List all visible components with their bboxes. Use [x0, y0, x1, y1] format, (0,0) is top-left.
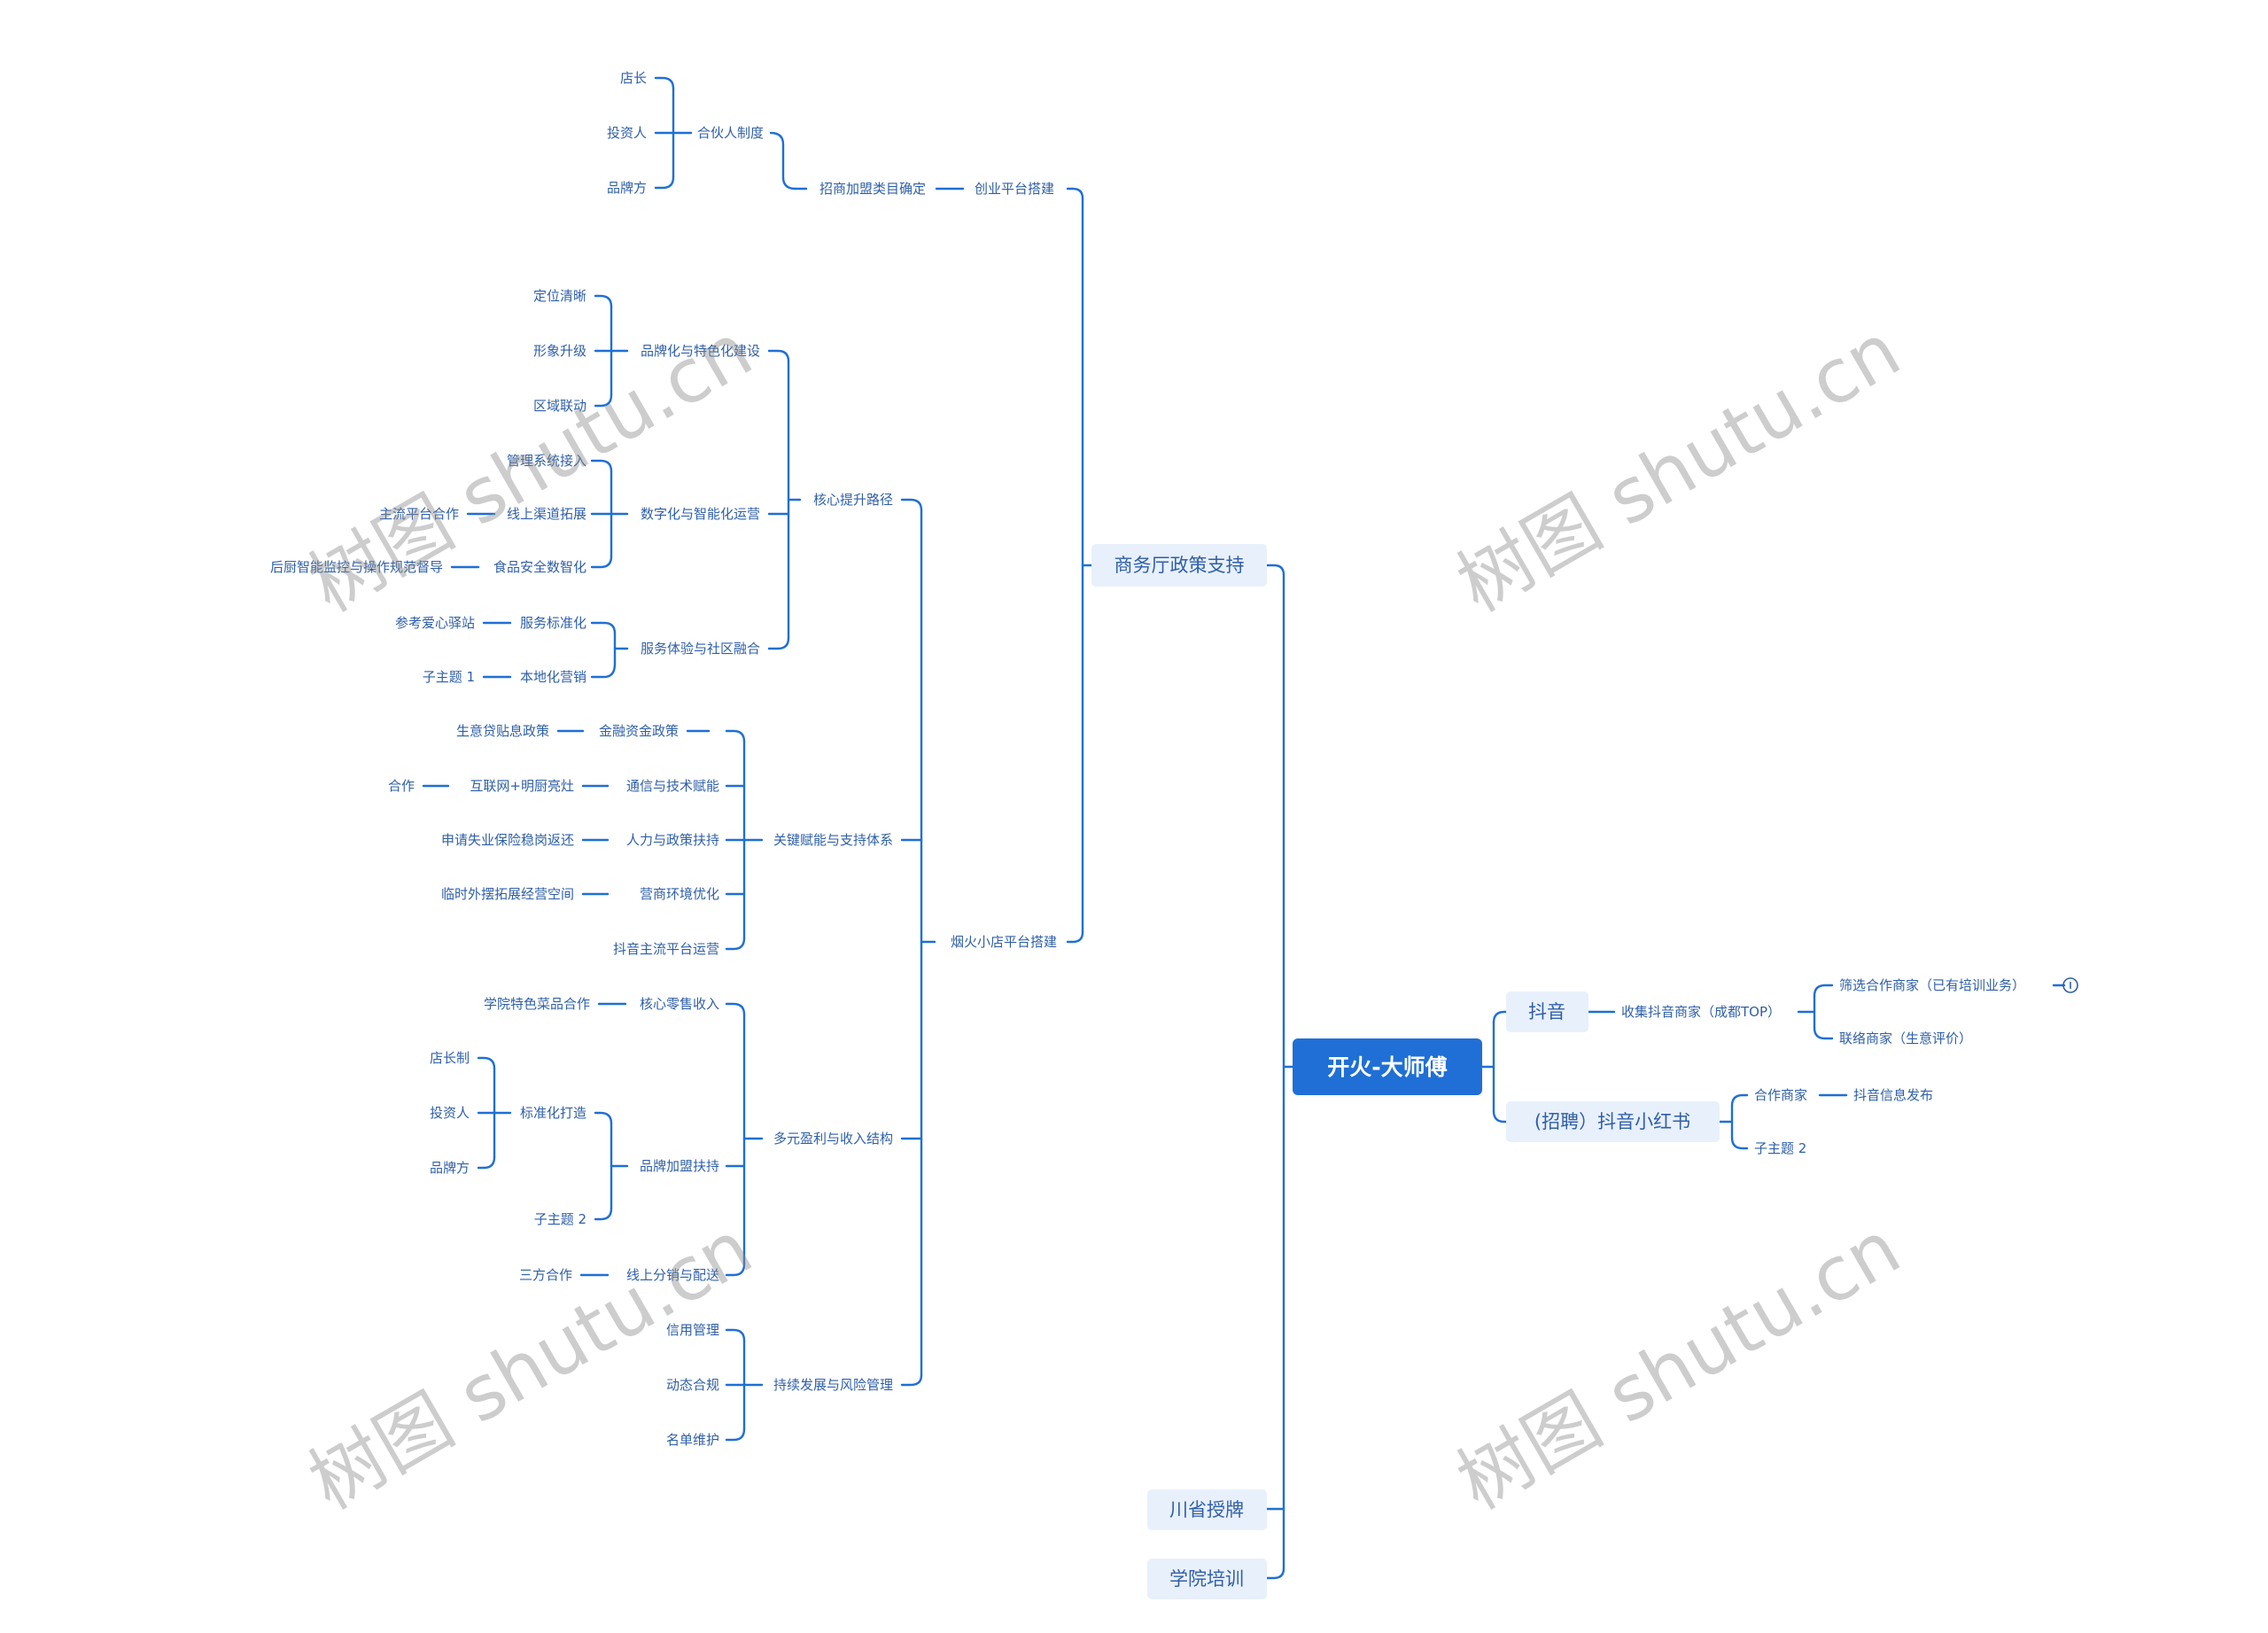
leaf-outdoor-stalls[interactable]: 临时外摆拓展经营空间: [441, 886, 574, 902]
leaf-image-upgrade[interactable]: 形象升级: [533, 343, 586, 359]
watermark-layer: 树图 shutu.cn 树图 shutu.cn 树图 shutu.cn 树图 s…: [295, 307, 1915, 1526]
leaf-online-channel[interactable]: 线上渠道拓展: [507, 506, 586, 522]
branch-sichuan-award[interactable]: [1147, 1489, 1267, 1530]
leaf-business-env[interactable]: 营商环境优化: [640, 886, 719, 902]
leaf-dynamic-compliance[interactable]: 动态合规: [666, 1377, 719, 1393]
leaf-online-delivery[interactable]: 线上分销与配送: [626, 1267, 719, 1283]
leaf-subtopic-1[interactable]: 子主题 1: [423, 669, 475, 685]
root-node-label: 开火-大师傅: [1327, 1054, 1447, 1080]
branch-academy-training[interactable]: [1147, 1559, 1267, 1599]
node-startup-platform[interactable]: 创业平台搭建: [975, 181, 1054, 197]
leaf-kitchen-monitoring[interactable]: 后厨智能监控与操作规范督导: [270, 559, 443, 575]
branch-douyin-label: 抖音: [1528, 1001, 1565, 1023]
leaf-subtopic-2-left[interactable]: 子主题 2: [534, 1211, 586, 1227]
node-enablement[interactable]: 关键赋能与支持体系: [773, 832, 893, 848]
node-standardization[interactable]: 标准化打造: [520, 1105, 586, 1121]
node-core-path[interactable]: 核心提升路径: [813, 492, 893, 508]
watermark-text: 树图 shutu.cn: [1443, 1204, 1915, 1526]
leaf-unemployment-insurance[interactable]: 申请失业保险稳岗返还: [441, 832, 574, 848]
leaf-loan-subsidy[interactable]: 生意贷贴息政策: [456, 723, 549, 739]
leaf-brand-owner-2[interactable]: 品牌方: [430, 1160, 470, 1176]
leaf-cooperation[interactable]: 合作: [388, 778, 415, 794]
node-franchise-support[interactable]: 品牌加盟扶持: [640, 1158, 719, 1174]
watermark-text: 树图 shutu.cn: [295, 307, 766, 628]
leaf-local-marketing[interactable]: 本地化营销: [520, 669, 586, 685]
leaf-list-maintenance[interactable]: 名单维护: [666, 1432, 719, 1448]
leaf-core-retail[interactable]: 核心零售收入: [640, 996, 719, 1012]
branch-douyin[interactable]: [1506, 991, 1588, 1032]
node-income-structure[interactable]: 多元盈利与收入结构: [773, 1131, 893, 1147]
leaf-finance-policy[interactable]: 金融资金政策: [599, 723, 679, 739]
root-node[interactable]: [1293, 1038, 1482, 1095]
node-digital-ops[interactable]: 数字化与智能化运营: [641, 506, 760, 522]
leaf-brand-owner[interactable]: 品牌方: [607, 180, 647, 196]
branch-xiaohongshu-label: (招聘）抖音小红书: [1534, 1111, 1690, 1132]
node-service-community[interactable]: 服务体验与社区融合: [641, 641, 760, 657]
leaf-credit-management[interactable]: 信用管理: [666, 1322, 719, 1338]
leaf-investor[interactable]: 投资人: [607, 125, 647, 141]
leaf-management-system[interactable]: 管理系统接入: [507, 453, 586, 469]
watermark-text: 树图 shutu.cn: [1443, 307, 1915, 628]
leaf-love-station[interactable]: 参考爱心驿站: [395, 615, 475, 631]
leaf-food-safety[interactable]: 食品安全数智化: [493, 559, 586, 575]
branch-sichuan-award-label: 川省授牌: [1169, 1499, 1244, 1520]
branch-policy-support-label: 商务厅政策支持: [1115, 555, 1245, 576]
node-franchise-category[interactable]: 招商加盟类目确定: [819, 181, 926, 197]
leaf-service-standard[interactable]: 服务标准化: [520, 615, 586, 631]
node-branding[interactable]: 品牌化与特色化建设: [641, 343, 760, 359]
leaf-internet-kitchen[interactable]: 互联网+明厨亮灶: [470, 778, 574, 794]
leaf-hr-policy[interactable]: 人力与政策扶持: [626, 832, 719, 848]
leaf-academy-dishes[interactable]: 学院特色菜品合作: [484, 996, 590, 1012]
leaf-manager-system[interactable]: 店长制: [430, 1050, 470, 1066]
leaf-douyin-publish[interactable]: 抖音信息发布: [1853, 1087, 1933, 1103]
connector-lines: [422, 76, 2066, 1580]
leaf-partner-merchants[interactable]: 合作商家: [1754, 1087, 1807, 1103]
node-smoke-store-platform[interactable]: 烟火小店平台搭建: [951, 934, 1057, 950]
leaf-contact-merchants[interactable]: 联络商家（生意评价）: [1839, 1030, 1972, 1046]
branch-policy-support[interactable]: [1091, 544, 1267, 587]
node-collect-douyin[interactable]: 收集抖音商家（成都TOP）: [1621, 1004, 1781, 1020]
node-partner-system[interactable]: 合伙人制度: [697, 125, 764, 141]
node-risk-management[interactable]: 持续发展与风险管理: [773, 1377, 893, 1393]
leaf-douyin-ops[interactable]: 抖音主流平台运营: [613, 941, 719, 957]
leaf-regional-linkage[interactable]: 区域联动: [533, 398, 586, 414]
branch-xiaohongshu[interactable]: [1506, 1101, 1720, 1142]
note-icon[interactable]: [2062, 977, 2078, 993]
leaf-third-party[interactable]: 三方合作: [519, 1267, 572, 1283]
leaf-store-manager[interactable]: 店长: [620, 70, 647, 86]
branch-academy-training-label: 学院培训: [1169, 1568, 1244, 1590]
watermark-text: 树图 shutu.cn: [295, 1204, 766, 1526]
leaf-subtopic-2-right[interactable]: 子主题 2: [1754, 1140, 1806, 1156]
leaf-investor-2[interactable]: 投资人: [430, 1105, 470, 1121]
leaf-clear-positioning[interactable]: 定位清晰: [533, 288, 586, 304]
leaf-tech-enablement[interactable]: 通信与技术赋能: [626, 778, 719, 794]
leaf-platform-cooperation[interactable]: 主流平台合作: [379, 506, 459, 522]
leaf-filter-merchants[interactable]: 筛选合作商家（已有培训业务）: [1839, 977, 2025, 993]
